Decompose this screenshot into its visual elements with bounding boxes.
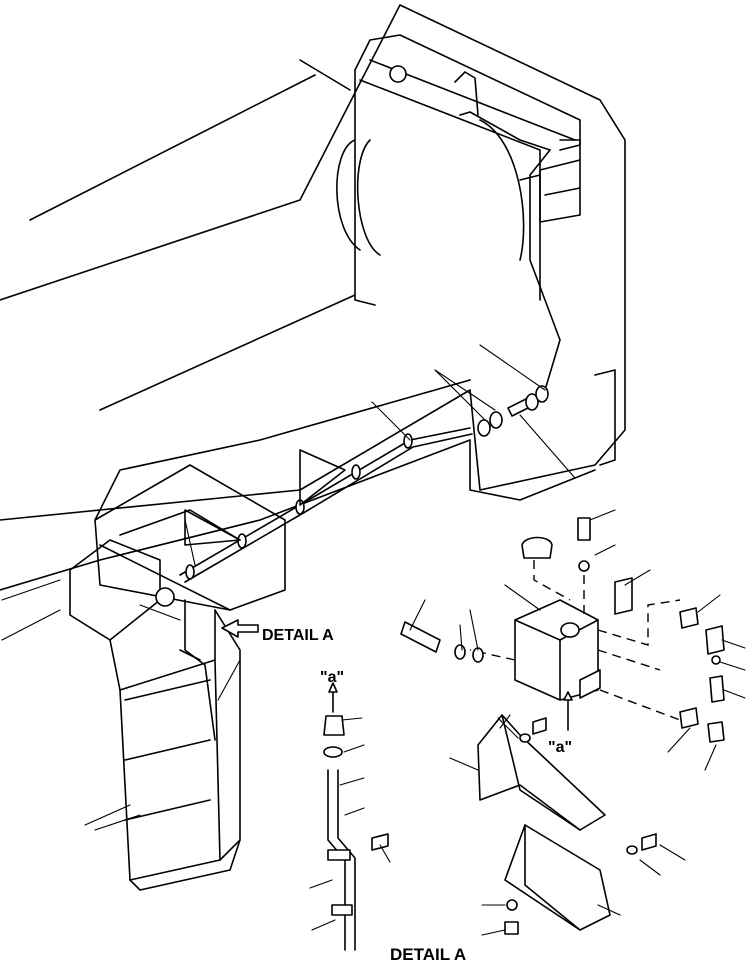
overflow-tube [179,385,549,583]
detail-title: DETAIL A [390,945,466,960]
radiator-shroud [336,34,581,391]
detail-callout-label: DETAIL A [262,627,334,644]
machine-hood [0,4,626,591]
detail-a-tank-assembly: "a" [400,517,725,756]
view-marker-top: "a" [320,669,344,686]
detail-a-brackets [477,714,657,935]
detail-callout: DETAIL A [221,619,334,644]
leader-lines-detail [1,509,746,936]
step-assembly [69,464,286,891]
leader-lines-top [371,344,576,479]
detail-a-hose-assembly: "a" [320,669,389,951]
view-marker-right: "a" [548,739,572,756]
